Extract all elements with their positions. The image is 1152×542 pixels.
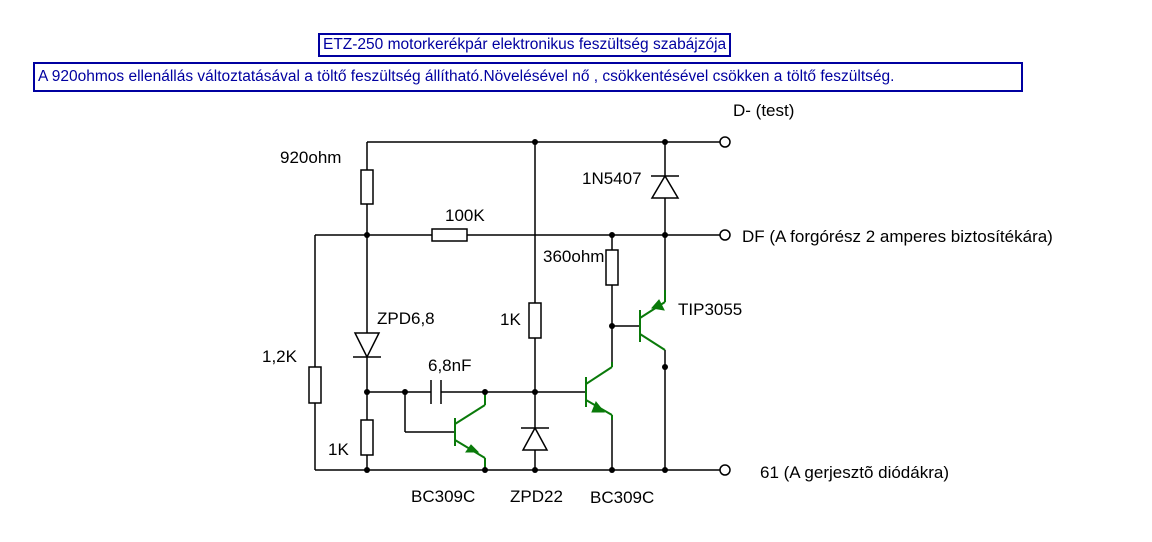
terminal-d-minus [719, 136, 731, 148]
diode-1n5407 [650, 174, 680, 199]
label-zpd6-8: ZPD6,8 [377, 309, 435, 328]
capacitor-6-8nf [430, 380, 442, 404]
resistor-360ohm [605, 249, 619, 286]
resistor-920ohm [360, 169, 374, 205]
label-1k-low: 1K [328, 440, 349, 459]
label-bc309c-2: BC309C [590, 488, 654, 507]
label-zpd22: ZPD22 [510, 487, 563, 506]
transistor-tip3055 [639, 290, 666, 351]
diagram-title: ETZ-250 motorkerékpár elektronikus feszü… [318, 33, 732, 57]
zener-zpd22 [521, 426, 549, 451]
resistors [308, 169, 619, 456]
resistor-100k [431, 228, 468, 242]
resistor-1k-mid [528, 302, 542, 339]
terminal-61 [719, 464, 731, 476]
zener-zpd6-8 [353, 332, 381, 359]
label-920ohm: 920ohm [280, 148, 341, 167]
transistor-bc309c-1 [454, 392, 486, 470]
label-100k: 100K [445, 206, 485, 225]
resistor-1-2k [308, 366, 322, 404]
terminal-df [719, 229, 731, 241]
diodes [353, 174, 680, 451]
label-61: 61 (A gerjesztõ diódákra) [760, 463, 949, 482]
diagram-note: A 920ohmos ellenállás változtatásával a … [33, 62, 1023, 92]
resistor-1k-low [360, 419, 374, 456]
label-tip3055: TIP3055 [678, 300, 742, 319]
label-1k-mid: 1K [500, 310, 521, 329]
label-d-minus: D- (test) [733, 101, 794, 120]
label-1-2k: 1,2K [262, 347, 298, 366]
transistor-bc309c-2 [535, 362, 613, 420]
junction-dots [364, 139, 668, 473]
label-1n5407: 1N5407 [582, 169, 642, 188]
label-360ohm: 360ohm [543, 247, 604, 266]
terminals [719, 136, 731, 476]
label-6-8nf: 6,8nF [428, 356, 471, 375]
label-bc309c-1: BC309C [411, 487, 475, 506]
label-df: DF (A forgórész 2 amperes biztosítékára) [742, 227, 1053, 246]
wires [314, 141, 720, 471]
